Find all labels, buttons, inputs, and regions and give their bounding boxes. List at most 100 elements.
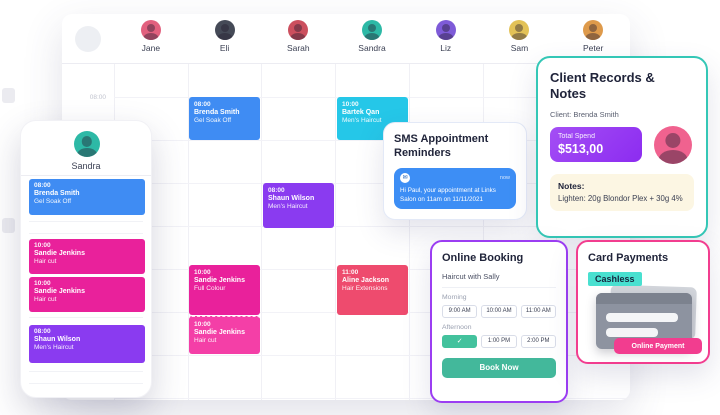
grid-line	[29, 371, 143, 372]
event-service: Men's Haircut	[342, 117, 382, 124]
event-time: 10:00	[342, 101, 359, 108]
phone-event[interactable]: 10:00 Sandie Jenkins Hair cut	[29, 239, 145, 274]
event-client: Sandie Jenkins	[34, 250, 85, 257]
event-client: Sandie Jenkins	[194, 277, 245, 284]
staff-header-sam[interactable]: Sam	[483, 14, 557, 64]
time-label: 08:00	[89, 94, 106, 101]
placeholder-avatar	[75, 26, 101, 52]
card-stripe	[606, 313, 678, 322]
staff-avatar	[435, 20, 456, 40]
staff-avatar	[288, 20, 309, 40]
staff-header-sandra[interactable]: Sandra	[335, 14, 409, 64]
grid-line	[29, 221, 143, 222]
grid-line	[483, 64, 484, 400]
book-now-button[interactable]: Book Now	[442, 357, 556, 378]
calendar-event[interactable]: 08:00 Shaun Wilson Men's Haircut	[263, 183, 334, 228]
grid-line	[114, 398, 630, 399]
total-spend-value: $513,00	[558, 142, 604, 156]
phone-staff-avatar	[74, 131, 100, 157]
calendar-event[interactable]: 11:00 Aline Jackson Hair Extensions	[337, 265, 408, 315]
notes-box: Notes: Lighten: 20g Blondor Plex + 30g 4…	[550, 173, 694, 212]
client-avatar	[654, 125, 692, 164]
staff-header-eli[interactable]: Eli	[188, 14, 262, 64]
calendar-event[interactable]: 10:00 Sandie Jenkins Full Colour	[189, 265, 260, 315]
phone-event[interactable]: 10:00 Sandie Jenkins Hair cut	[29, 277, 145, 312]
time-slot-chip[interactable]: 11:00 AM	[520, 304, 556, 318]
event-time: 10:00	[34, 242, 51, 249]
mobile-schedule-panel: Sandra 08:00 Brenda Smith Gel Soak Off 1…	[20, 120, 152, 398]
event-time: 11:00	[342, 269, 359, 276]
event-service: Hair Extensions	[342, 285, 388, 292]
event-client: Sandie Jenkins	[34, 288, 85, 295]
staff-header-sarah[interactable]: Sarah	[261, 14, 335, 64]
calendar-window: Jane Eli Sarah Sandra Liz Sam	[62, 14, 630, 400]
event-client: Aline Jackson	[342, 277, 390, 284]
online-booking-card: Online Booking Haircut with Sally Mornin…	[430, 240, 568, 403]
grid-line	[188, 64, 189, 400]
staff-header-jane[interactable]: Jane	[114, 14, 188, 64]
event-client: Brenda Smith	[34, 190, 80, 197]
grid-line	[114, 226, 630, 227]
online-payment-button[interactable]: Online Payment	[614, 338, 702, 354]
grid-line	[335, 64, 336, 400]
message-sender-icon: ✉	[400, 172, 410, 183]
event-time: 08:00	[268, 187, 285, 194]
selected-slot-check-icon[interactable]: ✓	[442, 334, 478, 348]
divider	[21, 175, 151, 176]
calendar-event[interactable]: 08:00 Brenda Smith Gel Soak Off	[189, 97, 260, 140]
card-payments-card: Card Payments Cashless Online Payment	[576, 240, 710, 364]
staff-avatar	[214, 20, 235, 40]
staff-name: Sandra	[358, 43, 386, 53]
event-time: 08:00	[194, 101, 211, 108]
phone-event[interactable]: 08:00 Brenda Smith Gel Soak Off	[29, 179, 145, 215]
staff-name: Sam	[510, 43, 529, 53]
payments-title: Card Payments	[588, 252, 669, 264]
staff-name: Sarah	[286, 43, 310, 53]
morning-label: Morning	[442, 293, 467, 301]
event-service: Full Colour	[194, 285, 226, 292]
staff-row: Jane Eli Sarah Sandra Liz Sam	[114, 14, 630, 64]
sms-card-title: SMS Appointment Reminders	[394, 133, 489, 159]
staff-header-peter[interactable]: Peter	[556, 14, 630, 64]
total-spend-label: Total Spend	[558, 133, 595, 140]
event-client: Brenda Smith	[194, 109, 240, 116]
event-time: 10:00	[194, 269, 211, 276]
event-service: Men's Haircut	[268, 203, 308, 210]
staff-header-liz[interactable]: Liz	[409, 14, 483, 64]
card-band	[596, 293, 692, 304]
afternoon-label: Afternoon	[442, 323, 472, 331]
time-slot-chip[interactable]: 1:00 PM	[481, 334, 517, 348]
background-shape	[2, 88, 15, 103]
grid-line	[29, 233, 143, 234]
sms-message-bubble: ✉ now Hi Paul, your appointment at Links…	[394, 167, 516, 209]
event-service: Gel Soak Off	[194, 117, 232, 124]
sms-message-text: Hi Paul, your appointment at Links Salon…	[400, 186, 496, 203]
staff-name: Jane	[141, 43, 161, 53]
card-stripe	[606, 328, 658, 337]
phone-event[interactable]: 08:00 Shaun Wilson Men's Haircut	[29, 325, 145, 363]
event-service: Gel Soak Off	[34, 198, 72, 205]
grid-line	[409, 64, 410, 400]
total-spend-box: Total Spend $513,00	[550, 127, 642, 162]
client-records-card: Client Records & Notes Client: Brenda Sm…	[536, 56, 708, 238]
event-time: 08:00	[34, 182, 51, 189]
time-slot-chip[interactable]: 9:00 AM	[442, 304, 478, 318]
notes-text: Lighten: 20g Blondor Plex + 30g 4%	[558, 193, 683, 203]
notes-label: Notes:	[558, 180, 585, 191]
grid-line	[114, 140, 630, 141]
time-slot-chip[interactable]: 2:00 PM	[520, 334, 556, 348]
booking-service-label: Haircut with Sally	[442, 272, 556, 288]
calendar-event[interactable]: 10:00 Sandie Jenkins Hair cut	[189, 316, 260, 354]
staff-name: Eli	[219, 43, 230, 53]
staff-avatar	[362, 20, 383, 40]
booking-title: Online Booking	[442, 252, 524, 264]
grid-line	[29, 383, 143, 384]
grid-line	[29, 317, 143, 318]
event-client: Bartek Qan	[342, 109, 380, 116]
sms-reminder-card: SMS Appointment Reminders ✉ now Hi Paul,…	[383, 122, 527, 220]
time-slot-chip[interactable]: 10:00 AM	[481, 304, 517, 318]
event-client: Shaun Wilson	[34, 336, 81, 343]
event-service: Hair cut	[34, 258, 57, 265]
grid-line	[114, 355, 630, 356]
